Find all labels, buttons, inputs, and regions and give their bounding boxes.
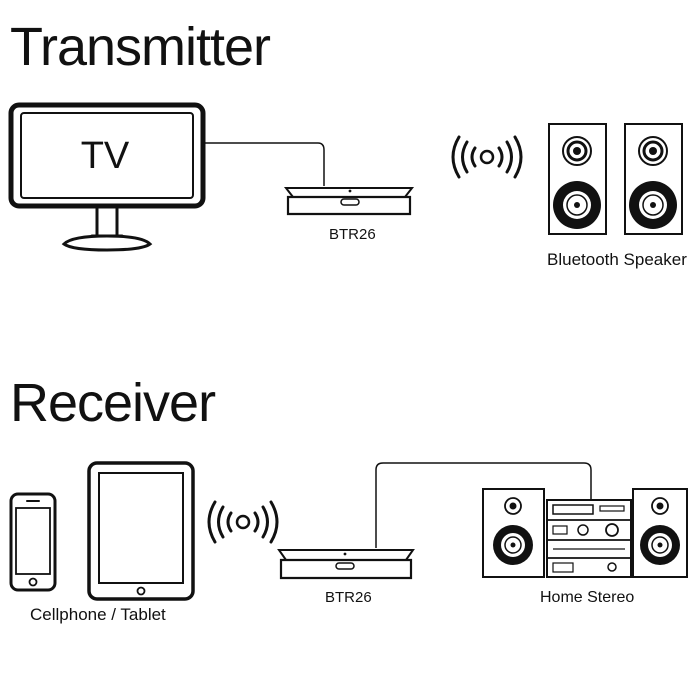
cellphone-icon (9, 492, 57, 592)
speaker-label: Bluetooth Speaker (547, 250, 687, 269)
stereo-label: Home Stereo (540, 589, 635, 606)
btr26-device-icon (283, 187, 415, 216)
tv-icon (8, 102, 206, 252)
transmitter-heading: Transmitter (10, 17, 271, 77)
wireless-signal-icon (207, 500, 279, 544)
speaker-icon (548, 123, 607, 235)
transmitter-device-label: BTR26 (329, 226, 376, 243)
source-label: Cellphone / Tablet (30, 605, 166, 624)
audio-cable (375, 462, 592, 548)
speaker-icon (624, 123, 683, 235)
home-stereo-icon (482, 488, 688, 578)
wireless-signal-icon (451, 135, 523, 179)
btr26-device-icon (277, 549, 415, 580)
audio-cable (203, 142, 325, 186)
tv-screen-label: TV (81, 135, 130, 177)
tablet-icon (87, 461, 195, 601)
receiver-device-label: BTR26 (325, 589, 372, 606)
receiver-heading: Receiver (10, 373, 216, 433)
